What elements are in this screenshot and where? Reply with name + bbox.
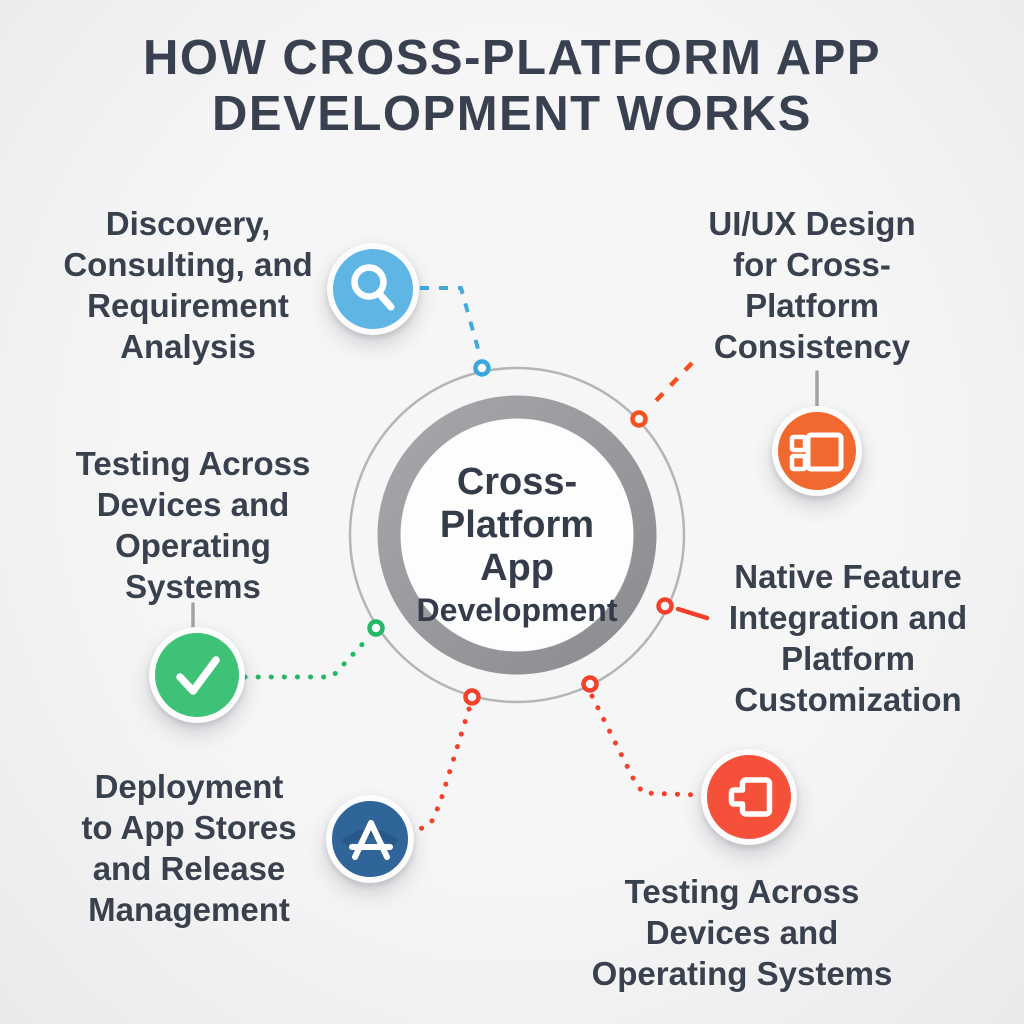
node-deployment [463,688,481,706]
hub-line: Platform [439,504,595,546]
label-line: to App Stores [81,809,297,846]
label-line: Operating [115,527,271,564]
connector-uiux [648,361,694,409]
connector-native [675,606,710,621]
label-line: UI/UX Design [708,205,916,242]
label-deployment: Deployment to App Stores and Release Man… [81,766,296,930]
label-line: for Cross- [733,246,891,283]
label-testing-left: Testing Across Devices and Operating Sys… [76,443,311,607]
label-line: Operating Systems [591,955,893,992]
label-line: Devices and [645,914,839,951]
label-line: Requirement [87,287,289,324]
connector-testing-bottom [589,693,702,798]
label-testing-bottom: Testing Across Devices and Operating Sys… [592,871,893,994]
label-native: Native Feature Integration and Platform … [729,556,967,720]
label-line: and Release [92,850,286,887]
hub-line: Cross- [456,461,578,503]
thick-gray-ring [377,395,657,675]
label-line: Customization [734,681,962,718]
label-line: Testing Across [75,445,311,482]
label-line: Integration and [728,599,968,636]
plug-icon [701,749,797,845]
magnifier-icon [327,243,419,335]
label-line: Platform [745,287,879,324]
outer-thin-circle [348,366,686,704]
appstore-icon [326,795,414,883]
label-discovery: Discovery, Consulting, and Requirement A… [63,203,312,367]
node-uiux [630,410,648,428]
label-line: Testing Across [624,873,860,910]
node-testing-left [367,619,385,637]
hub-line: App [480,547,554,589]
label-uiux: UI/UX Design for Cross- Platform Consist… [708,203,915,367]
node-native [656,597,674,615]
title-line-2: DEVELOPMENT WORKS [212,87,812,141]
label-line: Management [88,891,290,928]
connector-testing-left [242,635,371,680]
connector-discovery [420,286,482,357]
page-title: HOW CROSS-PLATFORM APP DEVELOPMENT WORKS [0,30,1024,142]
label-line: Consistency [713,328,911,365]
checkmark-icon [149,627,245,723]
label-line: Deployment [94,768,284,805]
title-line-1: HOW CROSS-PLATFORM APP [142,31,882,85]
label-line: Discovery, [105,205,271,242]
label-line: Systems [125,568,261,605]
connector-deployment [410,706,472,836]
hub-line: Development [416,592,618,628]
node-testing-bottom [581,675,599,693]
label-line: Native Feature [734,558,962,595]
label-line: Analysis [120,328,256,365]
hub-inner-circle [401,419,633,651]
label-line: Devices and [96,486,290,523]
label-line: Consulting, and [63,246,313,283]
hub-title: Cross- Platform App Development [417,461,618,630]
node-discovery [473,359,491,377]
label-line: Platform [781,640,915,677]
wireframe-icon [772,406,862,496]
